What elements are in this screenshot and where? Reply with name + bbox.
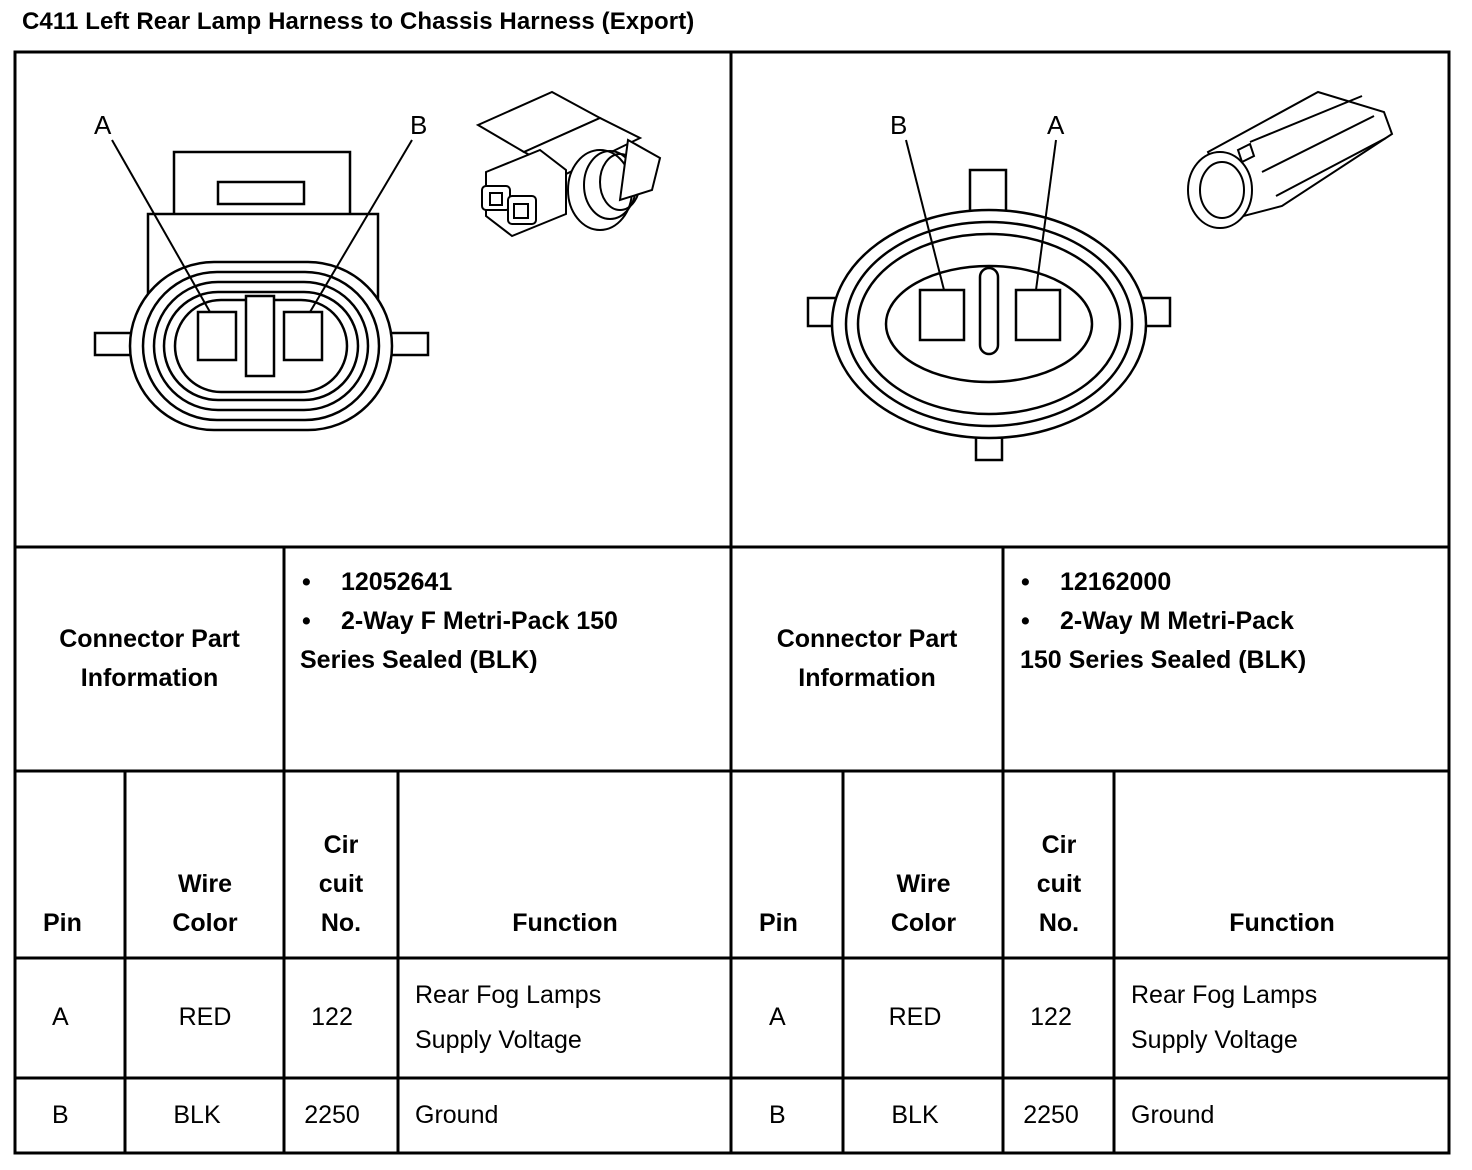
left-bullet-2: • bbox=[302, 607, 311, 635]
left-row-b-color: BLK bbox=[173, 1101, 221, 1129]
right-description-line1: 2-Way M Metri-Pack bbox=[1060, 607, 1294, 635]
left-pin-label-b: B bbox=[410, 110, 428, 140]
left-pin-label-a: A bbox=[94, 110, 112, 140]
right-header-pin: Pin bbox=[759, 909, 798, 937]
left-header-wire-1: Wire bbox=[178, 870, 232, 898]
left-header-wire-2: Color bbox=[172, 909, 238, 937]
left-row-a-circuit: 122 bbox=[311, 1003, 353, 1031]
right-info-label: Connector Part Information bbox=[733, 549, 1001, 769]
left-row-a-pin: A bbox=[52, 1003, 69, 1031]
right-row-b-circuit: 2250 bbox=[1023, 1101, 1079, 1129]
left-header-pin: Pin bbox=[43, 909, 82, 937]
left-row-a-function-1: Rear Fog Lamps bbox=[415, 981, 602, 1009]
right-row-a-function-1: Rear Fog Lamps bbox=[1131, 981, 1318, 1009]
right-info-label-text: Connector Part Information bbox=[776, 625, 958, 692]
right-row-a-circuit: 122 bbox=[1030, 1003, 1072, 1031]
right-row-a-color: RED bbox=[888, 1003, 942, 1031]
right-row-a-function-2: Supply Voltage bbox=[1131, 1026, 1298, 1054]
right-header-wire-1: Wire bbox=[896, 870, 951, 898]
left-part-number: 12052641 bbox=[341, 568, 453, 596]
left-description-line2: Series Sealed (BLK) bbox=[300, 646, 538, 674]
right-bullet-1: • bbox=[1021, 568, 1030, 596]
left-row-a-color: RED bbox=[178, 1003, 232, 1031]
left-header-circuit-3: No. bbox=[320, 909, 362, 937]
left-description-line1: 2-Way F Metri-Pack 150 bbox=[341, 607, 618, 635]
left-connector-3d-icon bbox=[475, 90, 662, 238]
right-header-function: Function bbox=[1229, 909, 1335, 937]
right-bullet-2: • bbox=[1021, 607, 1030, 635]
right-row-b-pin: B bbox=[769, 1101, 786, 1129]
left-info-label-text: Connector Part Information bbox=[59, 625, 240, 692]
right-header-circuit-2: cuit bbox=[1036, 870, 1082, 898]
right-header-circuit-3: No. bbox=[1038, 909, 1080, 937]
right-header-circuit-1: Cir bbox=[1041, 831, 1077, 859]
left-bullet-1: • bbox=[302, 568, 311, 596]
right-header-wire-2: Color bbox=[890, 909, 957, 937]
right-row-b-function: Ground bbox=[1131, 1101, 1215, 1129]
right-connector-face bbox=[806, 168, 1172, 462]
right-row-a-pin: A bbox=[769, 1003, 786, 1031]
left-info-label: Connector Part Information bbox=[17, 549, 282, 769]
left-row-b-function: Ground bbox=[415, 1101, 499, 1129]
left-row-a-function-2: Supply Voltage bbox=[415, 1026, 582, 1054]
right-connector-3d-icon bbox=[1187, 90, 1394, 229]
left-connector-face bbox=[93, 150, 430, 432]
right-pin-label-b: B bbox=[890, 110, 908, 140]
right-pin-label-a: A bbox=[1047, 110, 1065, 140]
left-row-b-circuit: 2250 bbox=[304, 1101, 360, 1129]
page-title: C411 Left Rear Lamp Harness to Chassis H… bbox=[22, 8, 695, 35]
right-part-number: 12162000 bbox=[1060, 568, 1172, 596]
left-row-b-pin: B bbox=[52, 1101, 69, 1129]
right-description-line2: 150 Series Sealed (BLK) bbox=[1020, 646, 1307, 674]
left-header-circuit-2: cuit bbox=[318, 870, 364, 898]
left-header-circuit-1: Cir bbox=[323, 831, 359, 859]
right-row-b-color: BLK bbox=[891, 1101, 939, 1129]
left-header-function: Function bbox=[512, 909, 618, 937]
